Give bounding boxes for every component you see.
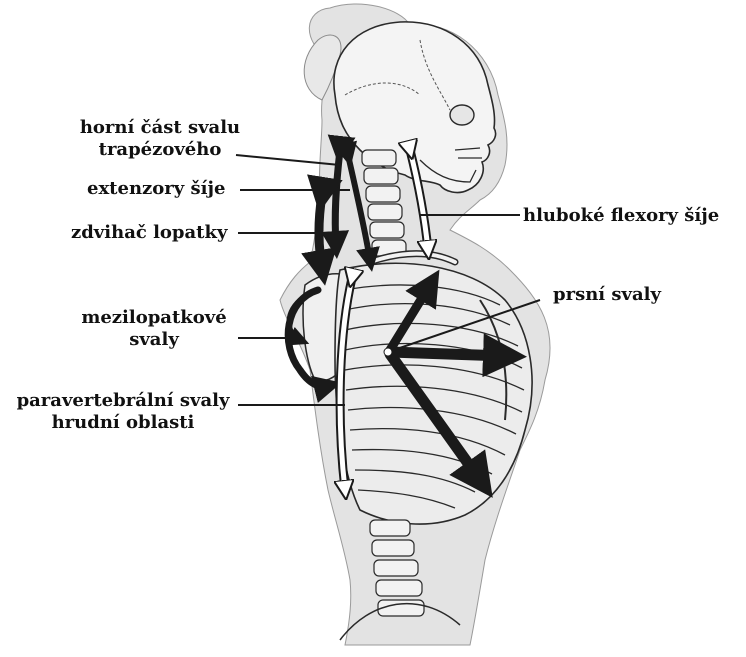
label-neck-extensors: extenzory šíje: [87, 178, 225, 200]
label-interscapular-line2: svaly: [70, 329, 238, 351]
eye-orbit: [450, 105, 474, 125]
label-upper-trapezius: horní část svalu trapézového: [70, 117, 250, 161]
label-interscapular-line1: mezilopatkové: [70, 307, 238, 329]
label-upper-trapezius-line2: trapézového: [70, 139, 250, 161]
pectoral-origin-dot: [384, 348, 392, 356]
levator-scapulae-arrow: [319, 195, 322, 268]
label-interscapular: mezilopatkové svaly: [70, 307, 238, 351]
pectoral-arrow-right: [390, 352, 505, 356]
label-pectoral-muscles: prsní svaly: [553, 284, 661, 306]
label-deep-neck-flexors: hluboké flexory šíje: [523, 205, 719, 227]
label-thoracic-paravertebral-line1: paravertebrální svaly: [8, 390, 238, 412]
label-thoracic-paravertebral-line2: hrudní oblasti: [8, 412, 238, 434]
label-levator-scapulae: zdvihač lopatky: [71, 222, 227, 244]
label-thoracic-paravertebral: paravertebrální svaly hrudní oblasti: [8, 390, 238, 434]
label-upper-trapezius-line1: horní část svalu: [70, 117, 250, 139]
